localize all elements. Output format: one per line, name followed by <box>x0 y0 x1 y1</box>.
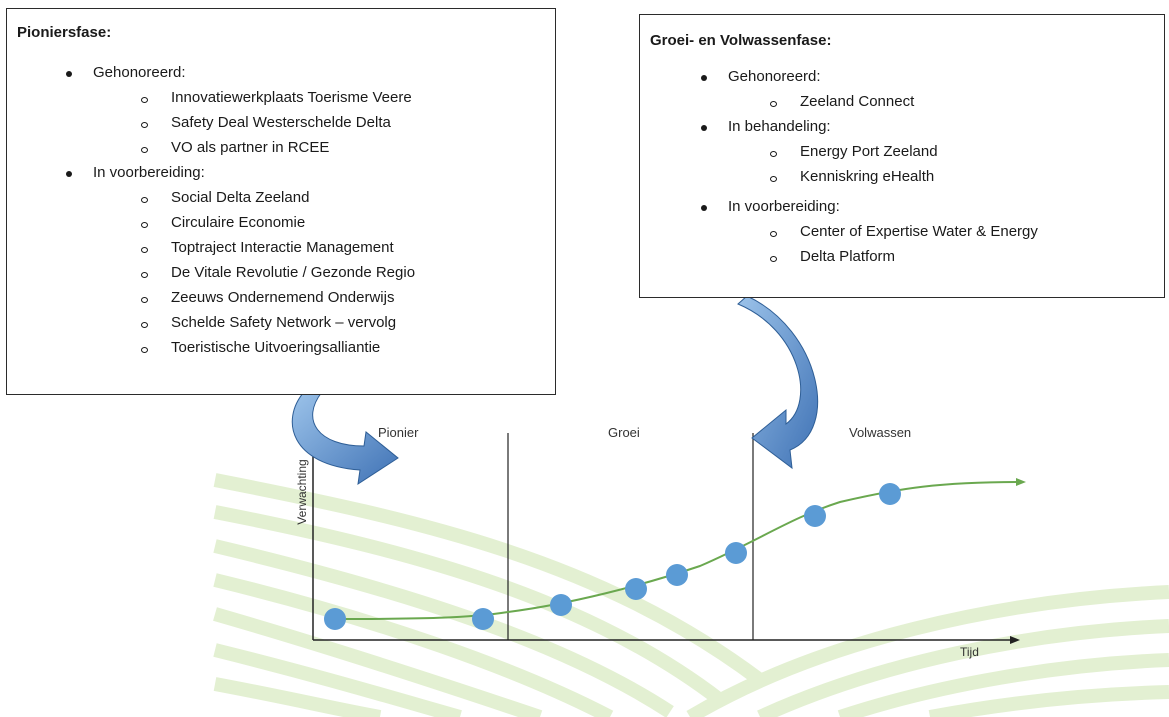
pioneer-phase-box: Pioniersfase: Gehonoreerd: Innovatiewerk… <box>6 8 556 395</box>
list-item: Safety Deal Westerschelde Delta <box>141 114 391 131</box>
data-point <box>725 542 747 564</box>
box-title: Pioniersfase: <box>17 24 112 41</box>
data-point <box>550 594 572 616</box>
list-item: Toeristische Uitvoeringsalliantie <box>140 339 381 356</box>
group-label-preparation: In voorbereiding: <box>701 198 840 215</box>
list-item: Zeeuws Ondernemend Onderwijs <box>140 289 395 306</box>
phase-label-volwassen: Volwassen <box>849 425 912 440</box>
phase-label-pionier: Pionier <box>378 425 419 440</box>
y-axis-label: Verwachting <box>295 459 309 525</box>
data-point <box>625 578 647 600</box>
list-item: Kenniskring eHealth <box>769 168 935 185</box>
list-item: Innovatiewerkplaats Toerisme Veere <box>141 89 412 106</box>
list-item: Social Delta Zeeland <box>140 189 310 206</box>
list-item: Center of Expertise Water & Energy <box>770 223 1038 240</box>
group-label-in-progress: In behandeling: <box>701 118 831 135</box>
group-label-preparation: In voorbereiding: <box>66 164 205 181</box>
x-axis-arrowhead <box>1010 636 1020 644</box>
growth-mature-phase-box: Groei- en Volwassenfase: Gehonoreerd: Ze… <box>639 14 1165 298</box>
data-point <box>804 505 826 527</box>
background-waves <box>213 473 1169 717</box>
list-item: VO als partner in RCEE <box>140 139 330 156</box>
box-title: Groei- en Volwassenfase: <box>650 32 832 49</box>
group-label-honored: Gehonoreerd: <box>701 68 821 85</box>
curve-arrowhead <box>1016 478 1026 486</box>
list-item: Schelde Safety Network – vervolg <box>140 314 397 331</box>
growth-curve <box>334 481 1021 620</box>
group-label-honored: Gehonoreerd: <box>66 64 186 81</box>
list-item: Energy Port Zeeland <box>770 143 938 160</box>
data-points <box>324 483 901 630</box>
list-item: Delta Platform <box>769 248 896 265</box>
data-point <box>324 608 346 630</box>
list-item: Circulaire Economie <box>140 214 306 231</box>
phase-label-groei: Groei <box>608 425 640 440</box>
curved-arrow-pionier <box>291 391 399 486</box>
x-axis-label: Tijd <box>960 645 979 659</box>
list-item: De Vitale Revolutie / Gezonde Regio <box>140 264 416 281</box>
list-item: Zeeland Connect <box>769 93 915 110</box>
curved-arrow-groei <box>737 295 819 470</box>
data-point <box>472 608 494 630</box>
data-point <box>666 564 688 586</box>
data-point <box>879 483 901 505</box>
list-item: Toptraject Interactie Management <box>141 239 394 256</box>
